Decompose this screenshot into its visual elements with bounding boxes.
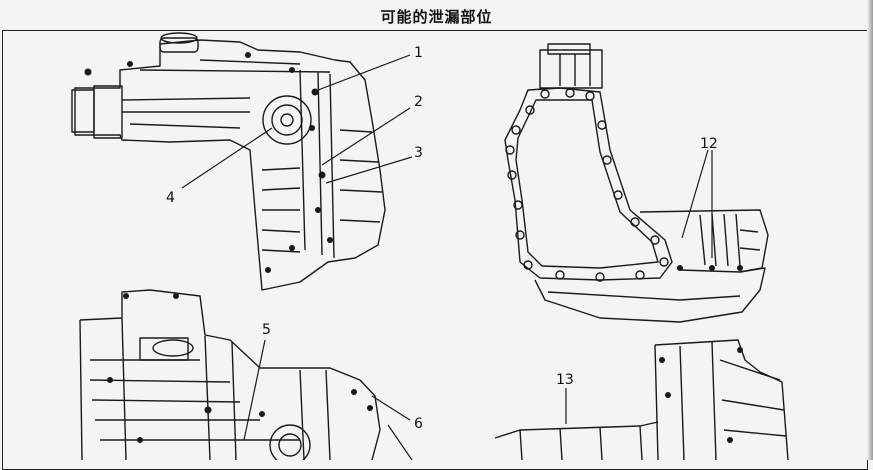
callout-12: 12	[700, 136, 718, 152]
callout-3: 3	[414, 145, 423, 161]
callout-13: 13	[556, 372, 574, 388]
leader-lines-bottom-left	[243, 339, 413, 460]
leader-lines-top-left	[181, 54, 413, 189]
transaxle-end-view	[504, 43, 769, 323]
leader-lines-top-right	[681, 149, 713, 258]
callout-5: 5	[262, 322, 271, 338]
scan-edge-shadow	[867, 0, 873, 460]
callout-6: 6	[414, 416, 423, 432]
transmission-drawing: 1 2 3 4 12 5 6 13	[71, 32, 789, 460]
callout-2: 2	[414, 94, 423, 110]
transaxle-side-view	[71, 32, 386, 291]
transaxle-partial-view	[494, 339, 789, 460]
transaxle-underside-view	[79, 289, 381, 460]
callout-4: 4	[166, 190, 175, 206]
callout-1: 1	[414, 45, 423, 61]
page-title: 可能的泄漏部位	[380, 8, 493, 26]
